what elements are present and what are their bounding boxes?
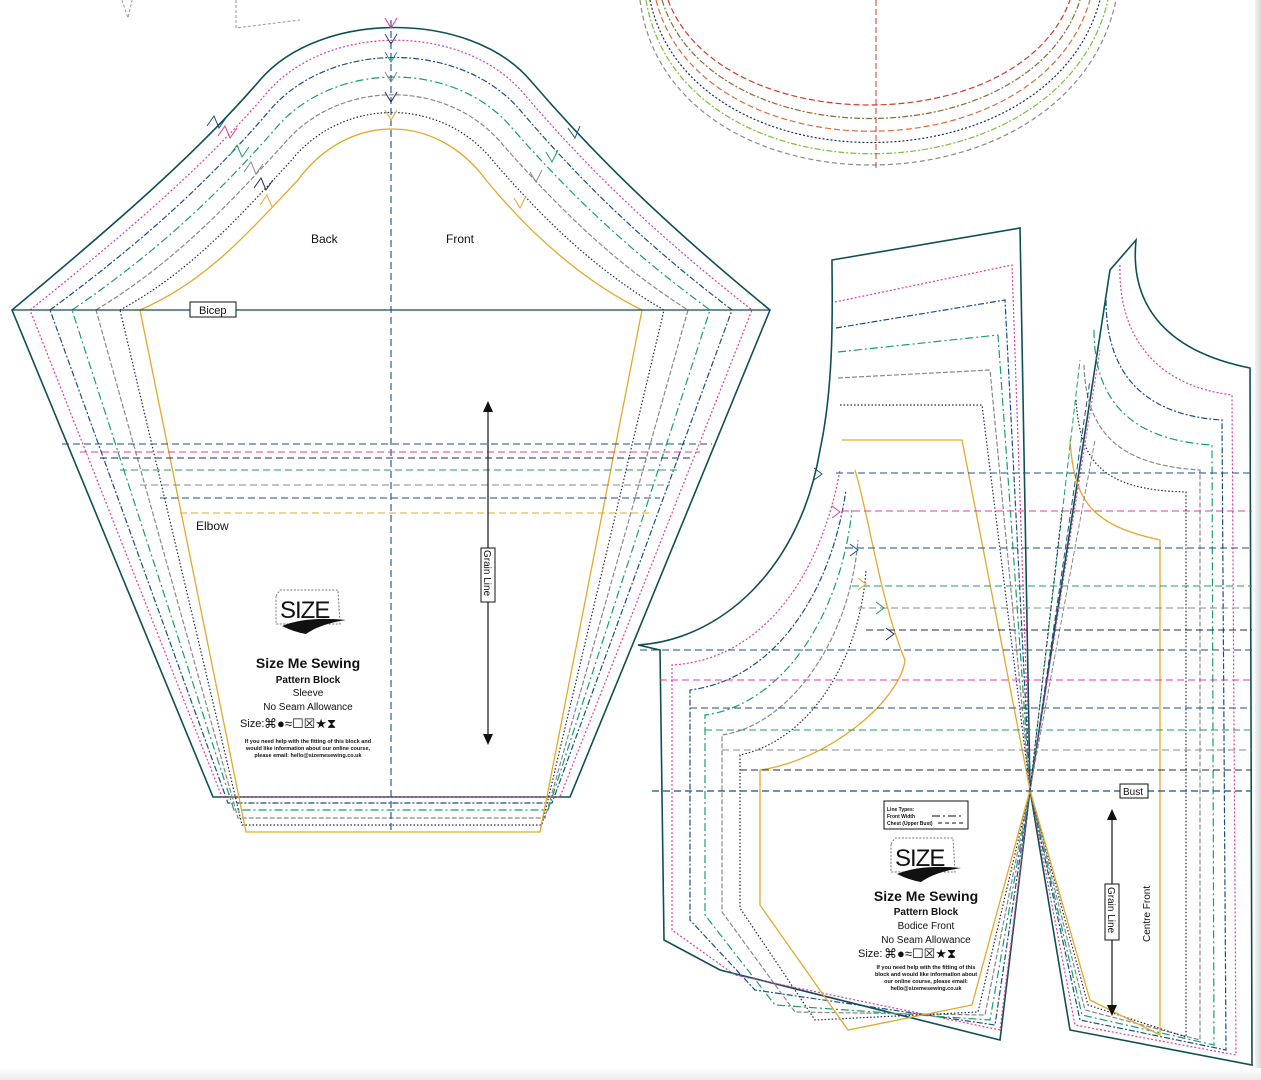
sleeve-block: Pattern Block: [276, 675, 341, 686]
bicep-label: Bicep: [199, 305, 227, 317]
sleeve-size-label: Size:: [240, 718, 264, 730]
bodice-left-size-3: [704, 334, 1031, 1021]
sleeve-title-block: Size Me Sewing Pattern Block Sleeve No S…: [256, 655, 360, 713]
line-type-front-width: Front Width: [887, 814, 915, 820]
bicep-label-box: [189, 301, 237, 318]
neck-line-4: [649, 0, 1101, 144]
neck-line-1: [667, 0, 1071, 106]
neck-line-5: [645, 0, 1109, 155]
sleeve-block: [11, 17, 771, 833]
bodice-logo-word: SIZE: [895, 845, 944, 872]
bodice-horizontal-lines: [640, 472, 1252, 771]
bodice-right-size-6: [1029, 439, 1161, 1037]
line-type-chest: Chest (Upper Bust): [887, 821, 933, 827]
bodice-right-size-1: [1029, 264, 1237, 1056]
sleeve-line-size-4: [95, 94, 689, 819]
sleeve-line-size-1: [29, 39, 753, 798]
bodice-size-symbols: ⌘●≈☐☒★⧗: [884, 946, 956, 961]
bodice-logo-sub: me: [933, 873, 945, 882]
sleeve-front-label: Front: [446, 232, 475, 246]
bodice-help-1: If you need help with the fitting of thi…: [877, 965, 976, 971]
bodice-logo: SIZE me: [890, 837, 962, 883]
bodice-help-2: block and would like information about: [875, 972, 977, 978]
sleeve-help-2: would like information about our online …: [245, 746, 371, 752]
neck-line-3: [655, 0, 1091, 132]
line-types-legend: [883, 800, 969, 830]
bodice-left-size-1: [671, 264, 1031, 1031]
sleeve-allowance: No Seam Allowance: [263, 702, 353, 713]
neck-line-6: [639, 0, 1117, 166]
bodice-right-size-4: [1029, 364, 1201, 1041]
bodice-left-size-5: [739, 404, 1031, 1021]
sleeve-logo-word: SIZE: [280, 597, 329, 624]
centre-front-label: Centre Front: [1142, 886, 1153, 942]
line-types-title: Line Types:: [887, 807, 915, 813]
sleeve-outline: [11, 26, 771, 798]
bodice-help-text: If you need help with the fitting of thi…: [875, 965, 977, 992]
neckline-fragment: [121, 0, 1117, 168]
bodice-size-label: Size:: [858, 948, 882, 960]
sleeve-help-text: If you need help with the fitting of thi…: [245, 739, 371, 759]
sleeve-back-label: Back: [311, 232, 339, 246]
neck-line-2: [661, 0, 1081, 120]
bodice-title-block: Size Me Sewing Pattern Block Bodice Fron…: [874, 888, 978, 946]
page-edge-bottom: [0, 1068, 1261, 1080]
bust-label-box: [1119, 783, 1149, 799]
sleeve-piece: Sleeve: [293, 688, 324, 699]
sleeve-logo-sub: me: [318, 625, 330, 634]
bodice-brand: Size Me Sewing: [874, 888, 978, 904]
page-edge-right: [1255, 0, 1261, 1080]
sleeve-brand: Size Me Sewing: [256, 655, 360, 671]
sleeve-grain-line-arrow: [480, 401, 496, 745]
bodice-left-outline: [637, 227, 1031, 1041]
sleeve-size-symbols: ⌘●≈☐☒★⧗: [264, 716, 336, 731]
bodice-help-4: hello@sizemesewing.co.uk: [890, 986, 962, 992]
sleeve-notches: [206, 17, 581, 210]
bodice-grain-line-arrow: [1104, 809, 1120, 1016]
bodice-right-size-2: [1029, 299, 1227, 1051]
sleeve-line-size-2: [49, 56, 733, 804]
sleeve-grain-line-label: Grain Line: [481, 550, 492, 597]
bodice-right-outline: [1029, 237, 1253, 1066]
sleeve-line-size-3: [71, 76, 711, 811]
bodice-help-3: our online course, please email:: [884, 979, 968, 985]
bodice-dart-lines: [1029, 349, 1101, 791]
bodice-left-size-4: [721, 369, 1031, 1016]
bodice-left-size-6: [759, 439, 1031, 1031]
elbow-label: Elbow: [196, 519, 229, 533]
sleeve-help-3: please email: hello@sizemesewing.co.uk: [254, 753, 362, 759]
bodice-piece: Bodice Front: [898, 921, 955, 932]
sleeve-help-1: If you need help with the fitting of thi…: [245, 739, 371, 745]
bodice-front-block: [637, 227, 1253, 1066]
bust-label: Bust: [1123, 787, 1143, 798]
bodice-notches: [813, 467, 895, 641]
bodice-allowance: No Seam Allowance: [881, 935, 971, 946]
bodice-right-size-5: [1029, 399, 1187, 1038]
bodice-block: Pattern Block: [894, 907, 959, 918]
bodice-left-size-2: [689, 299, 1031, 1026]
bodice-grain-line-label: Grain Line: [1105, 887, 1116, 934]
sleeve-line-size-6: [139, 128, 643, 833]
sleeve-logo: SIZE me: [275, 589, 347, 635]
